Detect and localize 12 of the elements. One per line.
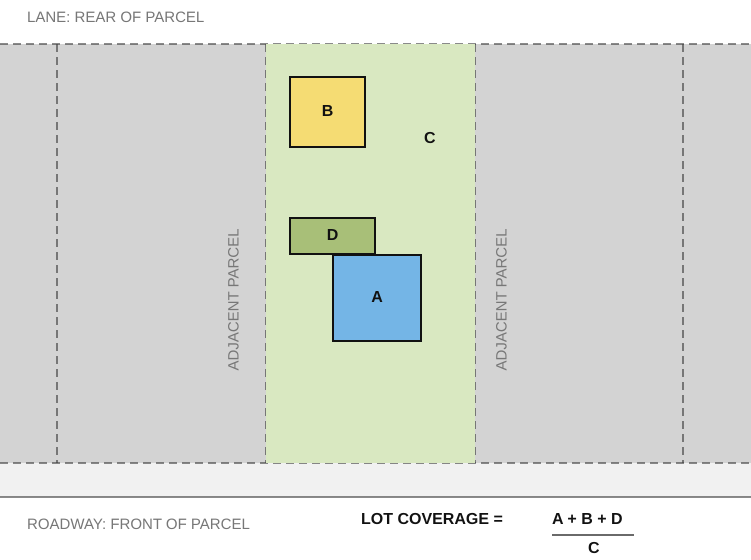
formula-numerator: A + B + D (552, 511, 623, 529)
parcel-label: ADJACENT PARCEL (494, 228, 510, 370)
lot-label: C (424, 130, 436, 148)
subject-lot (266, 44, 475, 463)
building-footprint: D (289, 217, 376, 255)
building-footprint: A (332, 254, 422, 342)
lane-label: LANE: REAR OF PARCEL (27, 9, 204, 26)
formula-denominator: C (588, 540, 600, 558)
formula-label: LOT COVERAGE = (361, 511, 503, 529)
building-footprint: B (289, 76, 366, 148)
parcel-label: ADJACENT PARCEL (226, 228, 242, 370)
roadway-label: ROADWAY: FRONT OF PARCEL (27, 516, 250, 533)
